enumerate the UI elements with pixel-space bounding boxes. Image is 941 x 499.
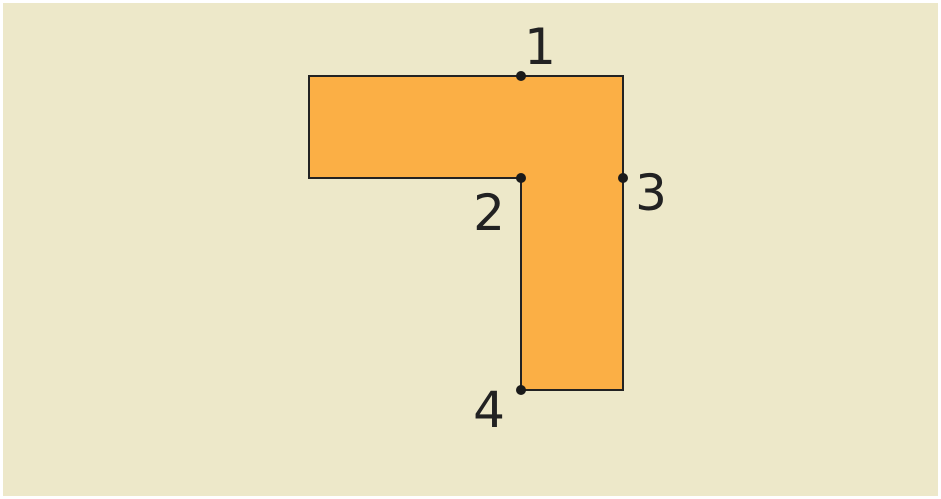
point-4-label: 4 bbox=[473, 381, 505, 439]
point-3-label: 3 bbox=[635, 164, 667, 222]
point-2-dot bbox=[516, 173, 526, 183]
point-4-dot bbox=[516, 385, 526, 395]
point-1-label: 1 bbox=[524, 18, 556, 76]
point-3-dot bbox=[618, 173, 628, 183]
point-1-dot bbox=[516, 71, 526, 81]
point-2-label: 2 bbox=[473, 184, 505, 242]
